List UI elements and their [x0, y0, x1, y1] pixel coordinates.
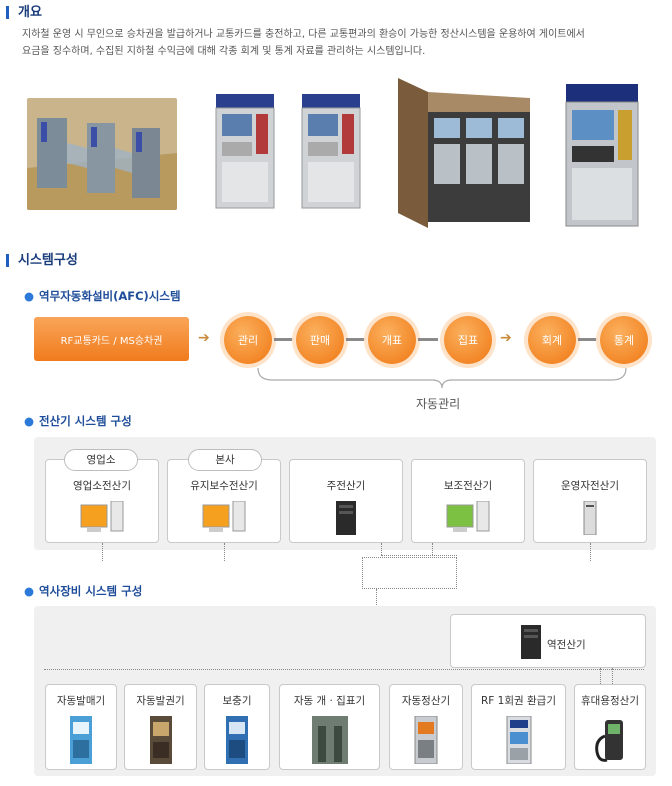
arrow-right-icon: ➔	[198, 330, 210, 346]
afc-title: ● 역무자동화설비(AFC)시스템	[24, 288, 181, 304]
station-title-text: 역사장비 시스템 구성	[39, 584, 143, 598]
gate-icon	[311, 716, 348, 764]
wall-terminal-photo	[398, 78, 530, 228]
device-box-7: 휴대용정산기	[574, 684, 646, 770]
ticket-issuing-machine-icon	[149, 716, 172, 764]
station-network-frame	[44, 669, 644, 670]
network-line	[381, 555, 457, 556]
device-box-6: RF 1회권 환급기	[471, 684, 566, 770]
computer-box-3: 주전산기	[289, 459, 403, 543]
computer-label: 보조전산기	[443, 480, 493, 492]
afc-step-3: 개표	[368, 316, 416, 364]
equipment-photos	[0, 78, 672, 238]
device-label: 자동정산기	[401, 695, 451, 707]
computer-box-1: 영업소전산기	[45, 459, 159, 543]
handheld-terminal-icon	[595, 720, 623, 762]
device-label: 자동발권기	[136, 695, 185, 707]
device-box-1: 자동발매기	[45, 684, 117, 770]
fare-adjustment-machine-icon	[414, 716, 438, 764]
connector-line	[274, 338, 294, 341]
computer-box-4: 보조전산기	[411, 459, 525, 543]
tower-computer-icon	[583, 501, 597, 535]
afc-start-box: RF교통카드 / MS승차권	[34, 317, 189, 361]
system-title: 시스템구성	[6, 254, 78, 267]
overview-description: 지하철 운영 시 무인으로 승차권을 발급하거나 교통카드를 충전하고, 다른 …	[22, 26, 662, 60]
device-label: RF 1회권 환급기	[481, 695, 556, 707]
afc-step-1: 관리	[224, 316, 272, 364]
afc-step-6: 통계	[600, 316, 648, 364]
network-line	[102, 543, 103, 561]
device-label: 휴대용정산기	[581, 695, 639, 707]
device-box-3: 보충기	[204, 684, 270, 770]
device-box-4: 자동 개 · 집표기	[279, 684, 380, 770]
device-box-2: 자동발권기	[124, 684, 197, 770]
computer-label: 운영자전산기	[561, 480, 619, 492]
gate-photo	[27, 98, 177, 210]
desktop-computer-icon	[202, 501, 246, 532]
station-title: ● 역사장비 시스템 구성	[24, 583, 142, 599]
connector-line	[346, 338, 366, 341]
afc-title-text: 역무자동화설비(AFC)시스템	[39, 289, 181, 303]
device-label: 보충기	[222, 695, 252, 707]
server-icon	[336, 501, 356, 535]
network-line	[381, 543, 382, 555]
tag-sales-office: 영업소	[64, 449, 138, 471]
network-line	[612, 668, 613, 684]
device-box-5: 자동정산기	[389, 684, 463, 770]
afc-step-5: 회계	[528, 316, 576, 364]
ticket-machine-photo-2	[301, 94, 361, 209]
bullet-icon: ●	[24, 584, 35, 598]
device-label: 자동발매기	[56, 695, 106, 707]
connector-line	[578, 338, 598, 341]
overview-title: 개요	[6, 6, 42, 19]
computer-title-text: 전산기 시스템 구성	[39, 414, 132, 428]
computer-title: ● 전산기 시스템 구성	[24, 413, 132, 429]
kiosk-photo	[565, 84, 639, 227]
connector-line	[418, 338, 438, 341]
refund-machine-icon	[506, 716, 531, 764]
card-charging-machine-icon	[226, 716, 248, 764]
network-hub	[362, 557, 457, 589]
desktop-computer-icon	[80, 501, 124, 532]
desktop-computer-icon	[446, 501, 490, 532]
network-line	[590, 543, 591, 561]
computer-box-5: 운영자전산기	[533, 459, 647, 543]
network-line	[600, 668, 601, 684]
network-line	[224, 543, 225, 561]
station-computer-box: 역전산기	[450, 614, 646, 668]
computer-box-2: 유지보수전산기	[167, 459, 281, 543]
computer-label: 유지보수전산기	[190, 480, 258, 492]
device-label: 자동 개 · 집표기	[293, 695, 366, 707]
computer-label: 주전산기	[326, 480, 366, 492]
overview-desc-line2: 요금을 징수하며, 수집된 지하철 수익금에 대해 각종 회계 및 통계 자료를…	[22, 46, 426, 57]
afc-step-2: 판매	[296, 316, 344, 364]
server-icon	[521, 625, 541, 659]
overview-desc-line1: 지하철 운영 시 무인으로 승차권을 발급하거나 교통카드를 충전하고, 다른 …	[22, 29, 585, 40]
afc-bracket	[257, 367, 627, 389]
tag-headquarters: 본사	[188, 449, 262, 471]
computer-label: 영업소전산기	[73, 480, 131, 492]
afc-bracket-label: 자동관리	[416, 397, 461, 411]
afc-step-4: 집표	[444, 316, 492, 364]
bullet-icon: ●	[24, 414, 35, 428]
bullet-icon: ●	[24, 289, 35, 303]
ticket-vending-machine-icon	[70, 716, 92, 764]
arrow-right-icon: ➔	[500, 330, 512, 346]
station-computer-label: 역전산기	[547, 639, 586, 651]
ticket-machine-photo-1	[215, 94, 275, 209]
network-line	[432, 543, 433, 555]
